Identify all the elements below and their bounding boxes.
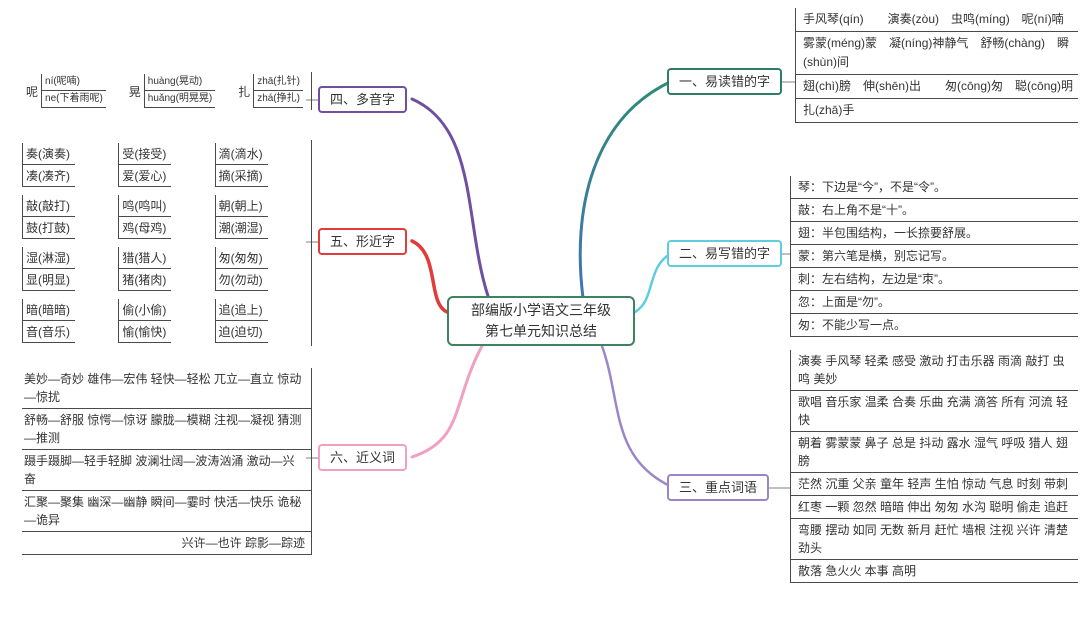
group-yixiecuo-items: 琴：下边是“今”，不是“令”。 敲：右上角不是“十”。 翅：半包围结构，一长捺要…	[790, 176, 1078, 337]
list-item[interactable]: 红枣 一颗 忽然 暗暗 伸出 匆匆 水沟 聪明 偷走 追赶	[791, 496, 1078, 519]
branch-label-jinyici[interactable]: 六、近义词	[318, 444, 408, 471]
central-topic[interactable]: 部编版小学语文三年级 第七单元知识总结	[447, 296, 635, 346]
list-item[interactable]: 舒畅—舒服 惊愕—惊讶 朦胧—模糊 注视—凝视 猜测—推测	[22, 409, 311, 450]
list-item[interactable]: 翅(chì)膀 伸(shēn)出 匆(cōng)匆 聪(cōng)明	[796, 75, 1078, 99]
group-duoyinzi-items: 呢 ní(呢喃) ne(下着雨呢) 晃 huàng(晃动) huǎng(明晃晃)…	[26, 72, 312, 110]
similar-char-pair[interactable]: 湿(淋湿) 显(明显)	[22, 247, 75, 291]
polyphone-option[interactable]: huàng(晃动)	[144, 74, 216, 91]
polyphone-option[interactable]: ne(下着雨呢)	[42, 91, 106, 108]
list-item[interactable]: 演奏 手风琴 轻柔 感受 激动 打击乐器 雨滴 敲打 虫鸣 美妙	[791, 350, 1078, 391]
branch-curve-jinyici	[410, 344, 484, 459]
pair-word: 暗(暗暗)	[23, 299, 75, 321]
pair-word: 愉(愉快)	[119, 321, 172, 343]
similar-char-pair[interactable]: 滴(滴水) 摘(采摘)	[214, 143, 268, 187]
similar-char-pair[interactable]: 匆(匆匆) 勿(勿动)	[214, 247, 268, 291]
branch-label-xingjinzi[interactable]: 五、形近字	[318, 228, 408, 255]
branch-curve-duoyinzi	[410, 97, 490, 298]
pair-word: 迫(迫切)	[215, 321, 268, 343]
group-xingjinzi-items: 奏(演奏) 凑(凑齐) 受(接受) 爱(爱心) 滴(滴水) 摘(采摘) 敲(敲打…	[22, 140, 312, 346]
pair-word: 勿(勿动)	[215, 269, 268, 291]
pair-word: 鼓(打鼓)	[23, 217, 75, 239]
polyphone-entry[interactable]: 扎 zhā(扎针) zhá(挣扎)	[238, 74, 303, 108]
polyphone-options: ní(呢喃) ne(下着雨呢)	[41, 74, 106, 108]
polyphone-option[interactable]: huǎng(明晃晃)	[144, 91, 216, 108]
list-item[interactable]: 歌唱 音乐家 温柔 合奏 乐曲 充满 滴答 所有 河流 轻快	[791, 391, 1078, 432]
list-item[interactable]: 忽：上面是“勿”。	[791, 291, 1078, 314]
list-item[interactable]: 扎(zhā)手	[796, 99, 1078, 123]
pair-word: 湿(淋湿)	[23, 247, 75, 269]
list-item[interactable]: 琴：下边是“今”，不是“令”。	[791, 176, 1078, 199]
pair-word: 潮(潮湿)	[215, 217, 268, 239]
pair-word: 摘(采摘)	[215, 165, 268, 187]
list-item[interactable]: 茫然 沉重 父亲 童年 轻声 生怕 惊动 气息 时刻 带刺	[791, 473, 1078, 496]
list-item[interactable]: 蹑手蹑脚—轻手轻脚 波澜壮阔—波涛汹涌 激动—兴奋	[22, 450, 311, 491]
pair-word: 滴(滴水)	[215, 143, 268, 165]
branch-label-yixiecuo[interactable]: 二、易写错的字	[667, 240, 783, 267]
list-item[interactable]: 汇聚—聚集 幽深—幽静 瞬间—霎时 快活—快乐 诡秘—诡异	[22, 491, 311, 532]
pair-word: 猪(猪肉)	[119, 269, 172, 291]
similar-char-pair[interactable]: 猎(猎人) 猪(猪肉)	[118, 247, 172, 291]
branch-curve-yiducuo	[578, 79, 674, 300]
list-item[interactable]: 朝着 雾蒙蒙 鼻子 总是 抖动 露水 湿气 呼吸 猎人 翅膀	[791, 432, 1078, 473]
similar-char-pair[interactable]: 敲(敲打) 鼓(打鼓)	[22, 195, 75, 239]
group-jinyici-items: 美妙—奇妙 雄伟—宏伟 轻快—轻松 兀立—直立 惊动—惊扰 舒畅—舒服 惊愕—惊…	[22, 368, 312, 555]
branch-curve-yixiecuo	[633, 251, 674, 314]
similar-char-pair[interactable]: 追(追上) 迫(迫切)	[214, 299, 268, 343]
polyphone-char: 晃	[128, 84, 141, 99]
list-item[interactable]: 刺：左右结构，左边是“朿”。	[791, 268, 1078, 291]
list-item[interactable]: 蒙：第六笔是横，别忘记写。	[791, 245, 1078, 268]
polyphone-options: zhā(扎针) zhá(挣扎)	[253, 74, 303, 108]
list-item[interactable]: 美妙—奇妙 雄伟—宏伟 轻快—轻松 兀立—直立 惊动—惊扰	[22, 368, 311, 409]
polyphone-option[interactable]: zhā(扎针)	[254, 74, 303, 91]
pair-word: 显(明显)	[23, 269, 75, 291]
central-topic-line2: 第七单元知识总结	[485, 323, 597, 339]
pair-word: 音(音乐)	[23, 321, 75, 343]
similar-char-pair[interactable]: 奏(演奏) 凑(凑齐)	[22, 143, 75, 187]
pair-word: 朝(朝上)	[215, 195, 268, 217]
polyphone-option[interactable]: ní(呢喃)	[42, 74, 106, 91]
list-item[interactable]: 雾蒙(méng)蒙 凝(níng)神静气 舒畅(chàng) 瞬(shùn)间	[796, 32, 1078, 75]
branch-curve-xingjinzi	[410, 239, 449, 314]
polyphone-options: huàng(晃动) huǎng(明晃晃)	[143, 74, 216, 108]
pair-word: 鸡(母鸡)	[119, 217, 172, 239]
branch-label-duoyinzi[interactable]: 四、多音字	[318, 86, 408, 113]
branch-curve-zhongdianciyu	[600, 344, 674, 489]
pair-word: 爱(爱心)	[119, 165, 172, 187]
similar-char-pair[interactable]: 受(接受) 爱(爱心)	[118, 143, 172, 187]
branch-label-zhongdianciyu[interactable]: 三、重点词语	[667, 474, 770, 501]
polyphone-option[interactable]: zhá(挣扎)	[254, 91, 303, 108]
polyphone-entry[interactable]: 呢 ní(呢喃) ne(下着雨呢)	[26, 74, 106, 108]
pair-word: 奏(演奏)	[23, 143, 75, 165]
list-item[interactable]: 敲：右上角不是“十”。	[791, 199, 1078, 222]
pair-word: 凑(凑齐)	[23, 165, 75, 187]
pair-word: 鸣(鸣叫)	[119, 195, 172, 217]
similar-char-pair[interactable]: 朝(朝上) 潮(潮湿)	[214, 195, 268, 239]
pair-word: 敲(敲打)	[23, 195, 75, 217]
pair-word: 追(追上)	[215, 299, 268, 321]
list-item[interactable]: 匆：不能少写一点。	[791, 314, 1078, 337]
similar-char-pair[interactable]: 偷(小偷) 愉(愉快)	[118, 299, 172, 343]
branch-label-yiducuo[interactable]: 一、易读错的字	[667, 68, 783, 95]
pair-word: 偷(小偷)	[119, 299, 172, 321]
polyphone-char: 呢	[26, 84, 39, 99]
list-item[interactable]: 弯腰 摆动 如同 无数 新月 赶忙 墙根 注视 兴许 清楚 劲头	[791, 519, 1078, 560]
polyphone-char: 扎	[238, 84, 251, 99]
polyphone-entry[interactable]: 晃 huàng(晃动) huǎng(明晃晃)	[128, 74, 216, 108]
list-item[interactable]: 手风琴(qín) 演奏(zòu) 虫鸣(míng) 呢(ní)喃	[796, 8, 1078, 32]
pair-word: 匆(匆匆)	[215, 247, 268, 269]
pair-word: 猎(猎人)	[119, 247, 172, 269]
group-yiducuo-items: 手风琴(qín) 演奏(zòu) 虫鸣(míng) 呢(ní)喃 雾蒙(méng…	[795, 8, 1078, 123]
group-zhongdianciyu-items: 演奏 手风琴 轻柔 感受 激动 打击乐器 雨滴 敲打 虫鸣 美妙 歌唱 音乐家 …	[790, 350, 1078, 583]
similar-char-pair[interactable]: 暗(暗暗) 音(音乐)	[22, 299, 75, 343]
list-item[interactable]: 兴许—也许 踪影—踪迹	[22, 532, 311, 555]
pair-word: 受(接受)	[119, 143, 172, 165]
list-item[interactable]: 翅：半包围结构，一长捺要舒展。	[791, 222, 1078, 245]
list-item[interactable]: 散落 急火火 本事 高明	[791, 560, 1078, 583]
central-topic-line1: 部编版小学语文三年级	[471, 302, 611, 318]
similar-char-pair[interactable]: 鸣(鸣叫) 鸡(母鸡)	[118, 195, 172, 239]
